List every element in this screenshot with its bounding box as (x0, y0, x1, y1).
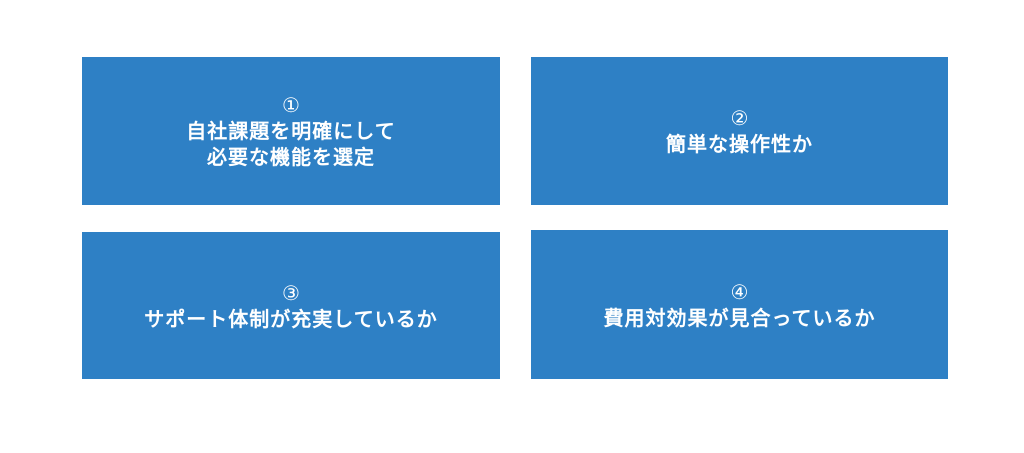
card-number: ④ (730, 279, 749, 304)
card-text-line: 費用対効果が見合っているか (603, 305, 876, 330)
card-text-line: 自社課題を明確にして (186, 119, 396, 143)
point-card-1: ① 自社課題を明確にして 必要な機能を選定 (82, 57, 500, 205)
card-text-line: 簡単な操作性か (666, 132, 813, 156)
card-text-line: 必要な機能を選定 (207, 145, 375, 169)
point-card-4: ④ 費用対効果が見合っているか (531, 230, 948, 379)
card-number: ① (282, 93, 300, 117)
card-number: ② (730, 106, 749, 130)
point-card-3: ③ サポート体制が充実しているか (82, 232, 500, 379)
card-text-line: サポート体制が充実しているか (144, 306, 438, 331)
point-card-2: ② 簡単な操作性か (531, 57, 948, 205)
card-number: ③ (282, 280, 300, 305)
